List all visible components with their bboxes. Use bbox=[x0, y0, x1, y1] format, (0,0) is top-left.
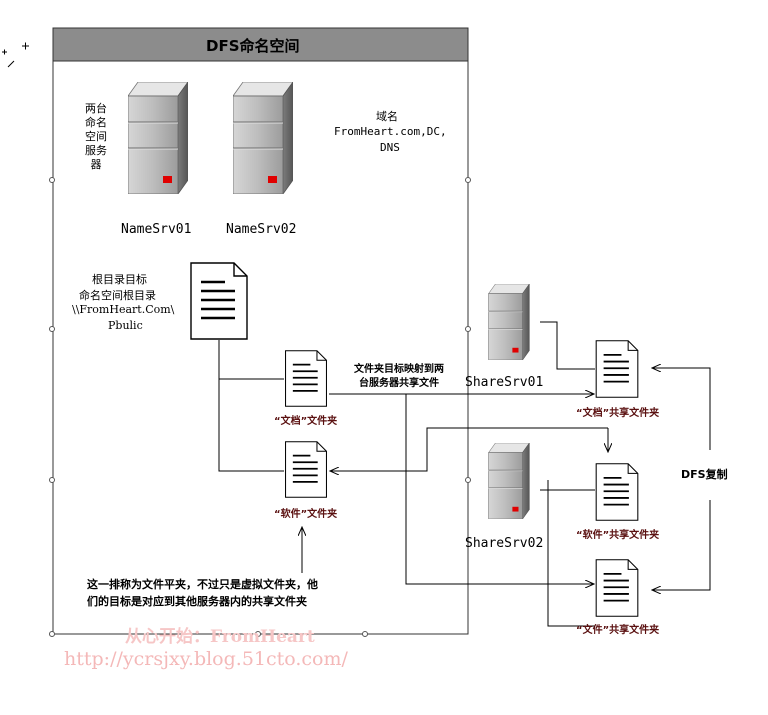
crosshair-icon bbox=[2, 42, 29, 68]
root-target-label: 根目录目标 bbox=[92, 273, 147, 286]
sharesrv02-server-icon bbox=[488, 443, 530, 519]
share-docs-icon bbox=[595, 340, 639, 398]
software-folder-label: “软件”文件夹 bbox=[274, 509, 338, 520]
mapping-note-line2: 台服务器共享文件 bbox=[359, 378, 439, 389]
connector-lines bbox=[218, 321, 711, 627]
namesrv01-server-icon bbox=[128, 82, 188, 194]
root-path-public: Pbulic bbox=[108, 319, 143, 332]
software-folder-icon bbox=[284, 441, 328, 498]
domain-value: FromHeart.com,DC, bbox=[334, 125, 447, 138]
sharesrv02-label: ShareSrv02 bbox=[465, 536, 544, 551]
ns-servers-label: 两台命名空间服务器 bbox=[85, 102, 107, 171]
virtual-folder-note-line2: 们的目标是对应到其他服务器内的共享文件夹 bbox=[87, 595, 307, 608]
share-files-label: “文件”共享文件夹 bbox=[576, 625, 660, 636]
docs-folder-icon bbox=[284, 350, 328, 407]
watermark-url: http://ycrsjxy.blog.51cto.com/ bbox=[64, 648, 348, 670]
watermark-title: 从心开始：FromHeart bbox=[125, 627, 315, 647]
selection-handles bbox=[49, 177, 471, 637]
root-namespace-label: 命名空间根目录 bbox=[79, 289, 156, 302]
root-document-icon bbox=[190, 262, 248, 340]
share-docs-label: “文档”共享文件夹 bbox=[576, 408, 660, 419]
virtual-folder-note-line1: 这一排称为文件平夹，不过只是虚拟文件夹，他 bbox=[87, 578, 318, 591]
sharesrv01-label: ShareSrv01 bbox=[465, 375, 544, 390]
namesrv02-label: NameSrv02 bbox=[226, 222, 297, 237]
namesrv02-server-icon bbox=[233, 82, 293, 194]
share-software-label: “软件”共享文件夹 bbox=[576, 530, 660, 541]
domain-dns: DNS bbox=[380, 141, 400, 154]
dfs-replication-label: DFS复制 bbox=[681, 468, 728, 481]
namespace-title: DFS命名空间 bbox=[206, 37, 300, 55]
share-software-icon bbox=[595, 463, 639, 521]
namesrv01-label: NameSrv01 bbox=[121, 222, 192, 237]
share-files-icon bbox=[595, 559, 639, 617]
mapping-note-line1: 文件夹目标映射到两 bbox=[354, 364, 444, 375]
sharesrv01-server-icon bbox=[488, 284, 530, 360]
root-path-label: \\FromHeart.Com\ bbox=[72, 303, 175, 316]
domain-label: 域名 bbox=[376, 110, 398, 123]
docs-folder-label: “文档”文件夹 bbox=[274, 416, 338, 427]
